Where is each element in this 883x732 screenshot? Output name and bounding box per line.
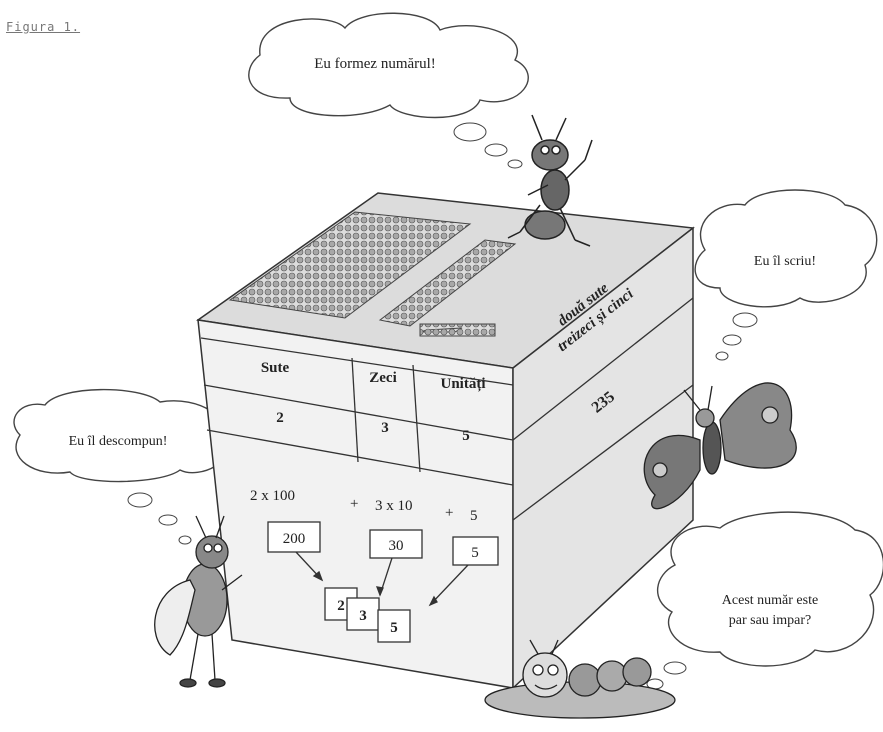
card-tens-text: 3 [359, 608, 367, 624]
digit-sute: 2 [276, 410, 284, 426]
bubble-text-question-2: par sau impar? [729, 613, 811, 628]
digit-unitati: 5 [462, 428, 470, 444]
bubble-dot [178, 535, 192, 545]
bubble-dot [732, 312, 758, 328]
digit-zeci: 3 [381, 420, 389, 436]
thought-bubble-write: Eu îl scriu! [694, 189, 878, 361]
thought-bubble-ant: Eu formez numărul! [248, 12, 529, 169]
card-tens [346, 597, 380, 631]
bee-character [154, 515, 243, 688]
bubble-cloud [656, 511, 883, 667]
bubble-text-ant: Eu formez numărul! [314, 56, 436, 72]
butterfly-character [643, 382, 797, 510]
bubble-cloud [694, 189, 878, 308]
bubble-dot [663, 661, 687, 675]
figure-caption: Figura 1. [6, 20, 81, 34]
bubble-dot [722, 334, 742, 346]
card-units [377, 609, 411, 643]
bubble-cloud [248, 12, 529, 119]
term-tens: 3 x 10 [375, 498, 413, 514]
box-30-text: 30 [389, 538, 404, 554]
bubble-dot [127, 492, 153, 508]
bubble-dot [715, 351, 729, 361]
number-cube: Sute Zeci Unități 2 3 5 două sute treize… [196, 192, 695, 690]
units-block [419, 323, 496, 337]
hundreds-block [228, 211, 472, 319]
plus-sign: + [445, 505, 453, 521]
bubble-dot [158, 514, 178, 526]
thought-bubble-decompose: Eu îl descompun! [13, 388, 228, 545]
bubble-dot [507, 159, 523, 169]
header-zeci: Zeci [369, 370, 397, 386]
bubble-text-decompose: Eu îl descompun! [69, 434, 168, 449]
term-units: 5 [470, 508, 478, 524]
bubble-text-question-1: Acest număr este [722, 593, 818, 608]
bubble-text-write: Eu îl scriu! [754, 254, 816, 269]
box-30 [369, 529, 423, 559]
tens-block [378, 239, 517, 327]
box-5 [452, 536, 499, 566]
term-hundreds: 2 x 100 [250, 488, 295, 504]
box-200-text: 200 [283, 531, 306, 547]
caterpillar-character [484, 639, 676, 719]
cube-side-face [512, 226, 694, 690]
box-5-text: 5 [471, 545, 479, 561]
card-hundreds-text: 2 [337, 598, 345, 614]
box-200 [267, 521, 321, 553]
ant-character [507, 114, 593, 247]
thought-bubble-question: Acest număr este par sau impar? [646, 511, 883, 690]
bubble-dot [453, 122, 487, 142]
card-units-text: 5 [390, 620, 398, 636]
header-unitati: Unități [441, 376, 486, 392]
plus-sign: + [350, 496, 358, 512]
header-sute: Sute [261, 360, 290, 376]
bubble-dot [484, 143, 508, 157]
